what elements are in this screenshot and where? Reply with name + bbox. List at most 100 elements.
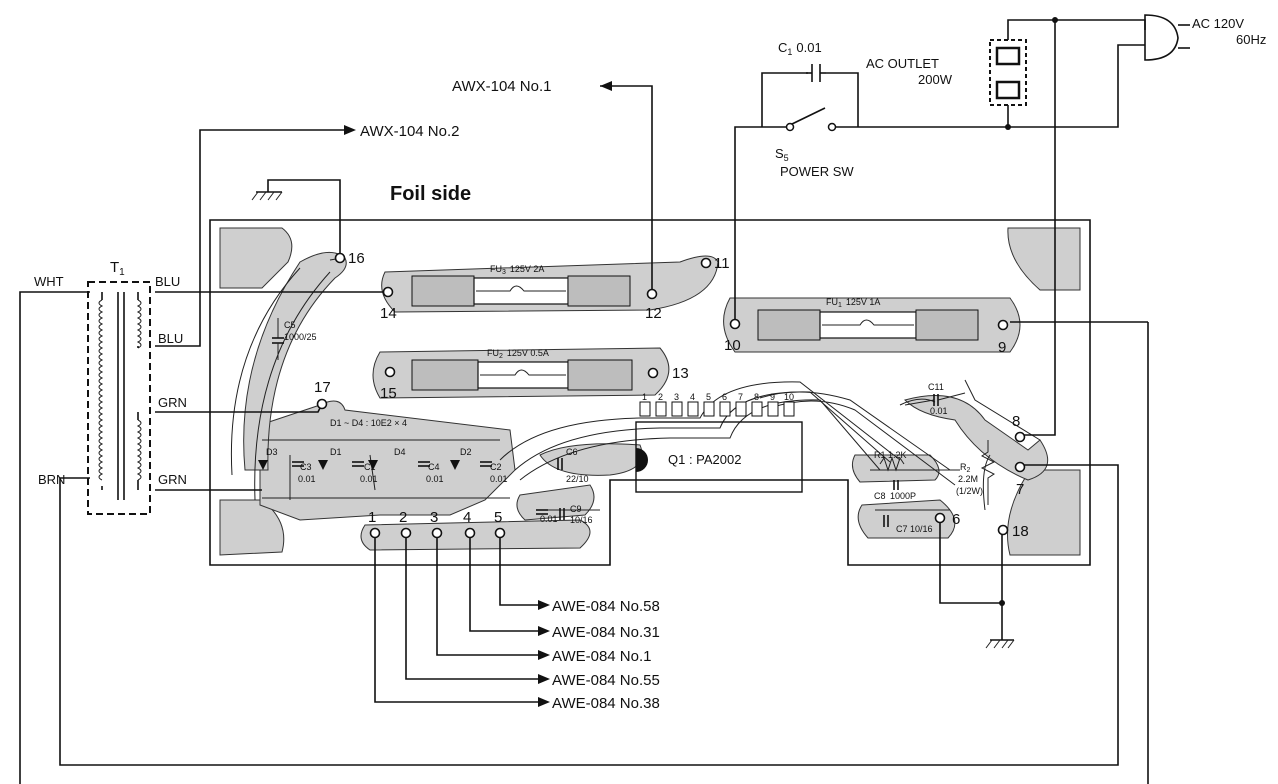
label-r2: R2: [960, 462, 971, 474]
label-d-array: D1 ~ D4 : 10E2 × 4: [330, 418, 407, 428]
q1-pin-5: 5: [706, 392, 711, 402]
label-awx-no1: AWX-104 No.1: [452, 78, 552, 95]
q1-pin-6: 6: [722, 392, 727, 402]
junction-dot: [999, 600, 1005, 606]
label-awe-1: AWE-084 No.58: [552, 598, 660, 615]
board-traces: [230, 257, 1041, 511]
wire-label-brn: BRN: [38, 472, 65, 487]
label-outlet-1: AC OUTLET: [866, 56, 939, 71]
label-c1-value: 0.01: [360, 474, 378, 484]
label-awe-4: AWE-084 No.55: [552, 672, 660, 689]
label-awx-no2: AWX-104 No.2: [360, 123, 460, 140]
wire-label-blu-2: BLU: [158, 331, 183, 346]
label-awe-2: AWE-084 No.31: [552, 624, 660, 641]
label-d4: D4: [394, 447, 406, 457]
terminal-9: 9: [998, 339, 1006, 356]
arrowheads: [344, 81, 612, 707]
label-c2-value: 0.01: [490, 474, 508, 484]
diagram-title: Foil side: [390, 183, 471, 205]
foil-terminal-strip: [360, 519, 591, 551]
label-c4: C4: [428, 462, 440, 472]
terminal-17: 17: [314, 379, 331, 396]
terminal-11: 11: [714, 255, 730, 272]
foil-right-mid: [904, 395, 1049, 481]
label-awe-3: AWE-084 No.1: [552, 648, 652, 665]
label-c11-value: 0.01: [930, 406, 948, 416]
terminal-8: 8: [1012, 413, 1020, 430]
q1-pin-1: 1: [642, 392, 647, 402]
label-r2-watt: (1/2W): [956, 486, 983, 496]
label-c2: C2: [490, 462, 502, 472]
fuse-fu2: [411, 359, 633, 391]
terminal-13: 13: [672, 365, 689, 382]
power-switch: [768, 107, 858, 132]
terminal-pads: [316, 252, 1026, 539]
foil-corner-top-left: [219, 227, 293, 289]
label-c8: C8: [874, 491, 886, 501]
label-d2: D2: [460, 447, 472, 457]
label-c9-small: 0.01: [540, 514, 558, 524]
wire-label-grn-2: GRN: [158, 472, 187, 487]
ac-outlet: [989, 39, 1027, 106]
fuse-fu3: [411, 275, 631, 307]
foil-corner-top-right: [1007, 227, 1081, 291]
wire-label-wht: WHT: [34, 274, 64, 289]
terminal-10: 10: [724, 337, 741, 354]
label-c8-value: 1000P: [890, 491, 916, 501]
junction-dot: [1052, 17, 1058, 23]
label-r1: R1 1.2K: [874, 450, 907, 460]
small-components: [258, 318, 996, 527]
label-c6: C6: [566, 447, 578, 457]
fuse-fu1: [757, 309, 979, 341]
label-c4-value: 0.01: [426, 474, 444, 484]
q1-notch: [636, 448, 648, 472]
ac-plug: [1144, 14, 1190, 61]
q1-pins: [639, 401, 795, 417]
terminal-4: 4: [463, 509, 471, 526]
label-outlet-2: 200W: [918, 72, 953, 87]
terminal-12: 12: [645, 305, 662, 322]
q1-pin-10: 10: [784, 392, 794, 402]
terminal-5: 5: [494, 509, 502, 526]
q1-pin-9: 9: [770, 392, 775, 402]
wire-label-grn-1: GRN: [158, 395, 187, 410]
label-d3: D3: [266, 447, 278, 457]
ground-symbol-top: [251, 191, 283, 201]
label-plug-2: 60Hz: [1236, 32, 1266, 47]
external-wiring: [19, 19, 1149, 784]
label-plug-1: AC 120V: [1192, 16, 1244, 31]
label-c7-value: 10/16: [910, 524, 933, 534]
label-c1: C1: [364, 462, 376, 472]
label-c3-value: 0.01: [298, 474, 316, 484]
terminal-16: 16: [348, 250, 365, 267]
q1-pin-4: 4: [690, 392, 695, 402]
label-c11: C11: [928, 382, 944, 392]
terminal-7: 7: [1016, 481, 1024, 498]
terminal-1: 1: [368, 509, 376, 526]
ground-symbol-bottom: [985, 639, 1015, 649]
q1-pin-7: 7: [738, 392, 743, 402]
terminal-2: 2: [399, 509, 407, 526]
label-c6-value: 22/10: [566, 474, 589, 484]
q1-pin-2: 2: [658, 392, 663, 402]
q1-pin-8: 8: [754, 392, 759, 402]
label-d1: D1: [330, 447, 342, 457]
terminal-6: 6: [952, 511, 960, 528]
terminal-18: 18: [1012, 523, 1029, 540]
capacitor-c1-ac: [806, 64, 826, 82]
terminal-15: 15: [380, 385, 397, 402]
label-awe-5: AWE-084 No.38: [552, 695, 660, 712]
label-c3: C3: [300, 462, 312, 472]
transformer-t1: [87, 281, 151, 515]
q1-pin-3: 3: [674, 392, 679, 402]
label-switch-name: S5: [775, 146, 789, 163]
label-c5-value: 1000/25: [284, 332, 317, 342]
foil-corner-bottom-right: [1007, 469, 1081, 556]
label-c7: C7: [896, 524, 908, 534]
terminal-14: 14: [380, 305, 397, 322]
label-c9: C9: [570, 504, 582, 514]
